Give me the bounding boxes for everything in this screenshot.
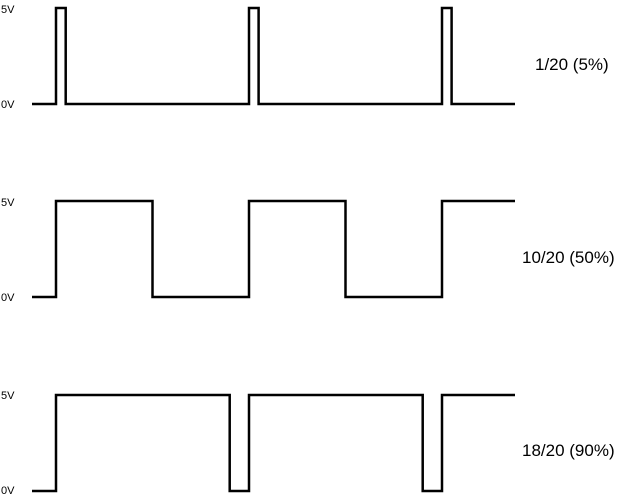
waveform-1-duty-label: 1/20 (5%) bbox=[535, 55, 609, 74]
waveform-3-signal bbox=[32, 393, 515, 493]
waveform-2: 5V 0V 10/20 (50%) bbox=[1, 197, 615, 304]
waveform-3-duty-label: 18/20 (90%) bbox=[522, 441, 615, 460]
waveform-3: 5V 0V 18/20 (90%) bbox=[1, 390, 615, 497]
waveform-2-low-label: 0V bbox=[1, 292, 15, 304]
waveform-1: 5V 0V 1/20 (5%) bbox=[1, 4, 609, 111]
waveform-2-high-label: 5V bbox=[1, 197, 15, 209]
waveform-2-duty-label: 10/20 (50%) bbox=[522, 248, 615, 267]
waveform-1-low-label: 0V bbox=[1, 99, 15, 111]
waveform-3-low-label: 0V bbox=[1, 485, 15, 497]
waveform-1-high-label: 5V bbox=[1, 4, 15, 16]
waveform-3-high-label: 5V bbox=[1, 390, 15, 402]
waveform-1-signal bbox=[32, 6, 515, 106]
waveform-2-signal bbox=[32, 199, 515, 299]
